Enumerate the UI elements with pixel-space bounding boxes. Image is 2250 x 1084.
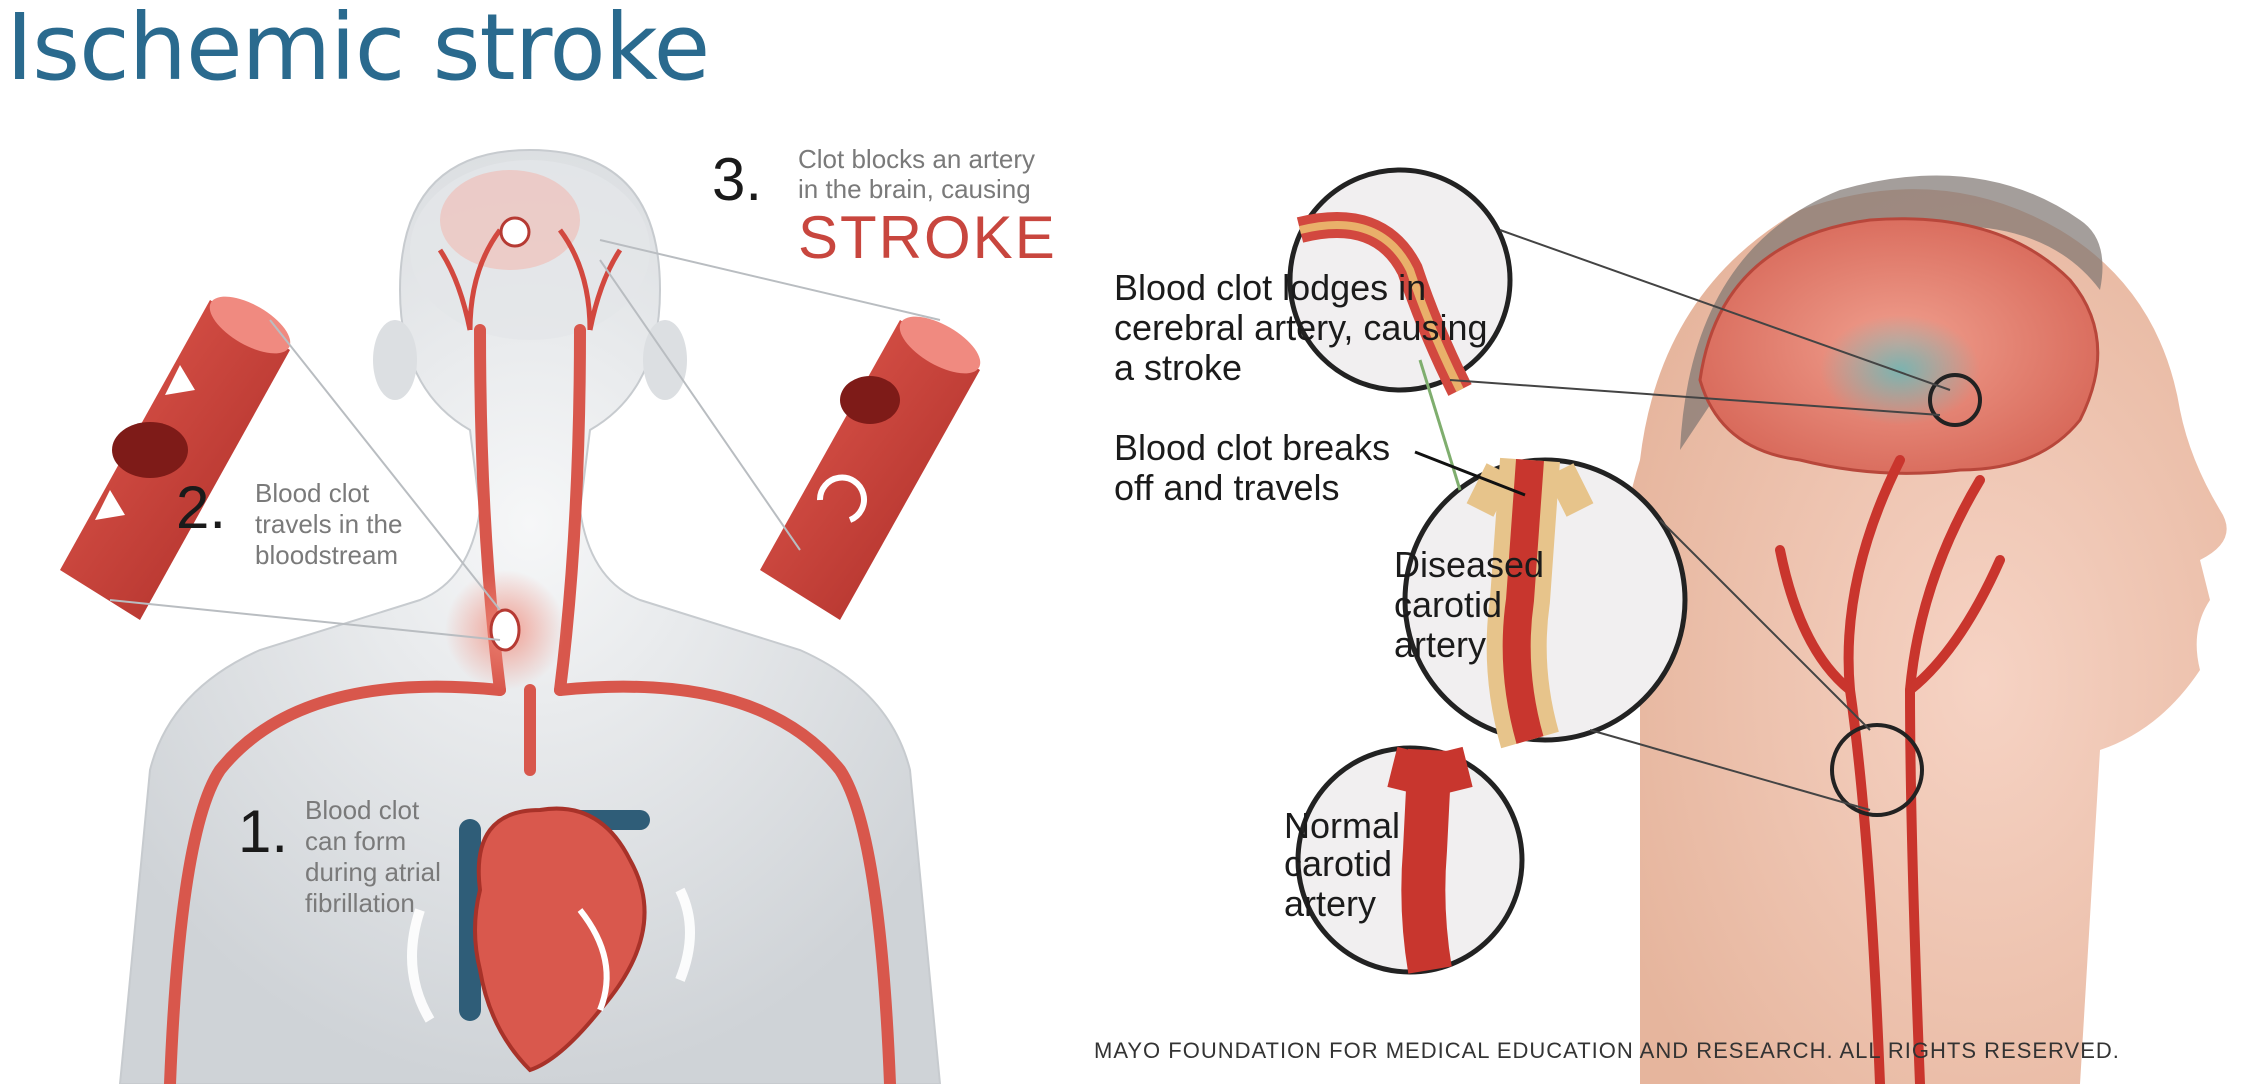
label-normal-line3: artery bbox=[1284, 883, 1376, 924]
label-lodges-line3: a stroke bbox=[1114, 347, 1242, 388]
brain bbox=[1698, 217, 2100, 475]
magnified-cerebral-artery bbox=[1287, 167, 1513, 396]
heart bbox=[407, 806, 695, 1073]
arrow-up-icon bbox=[165, 365, 195, 395]
step3-line1: Clot blocks an artery bbox=[798, 144, 1035, 174]
step1-line1: Blood clot bbox=[305, 795, 420, 825]
circular-arrow-icon bbox=[816, 474, 867, 523]
brain-region bbox=[410, 160, 650, 340]
carotid-stroke-illustration: Blood clot lodges in cerebral artery, ca… bbox=[1080, 130, 2250, 1084]
label-diseased-line1: Diseased bbox=[1394, 544, 1544, 585]
label-lodges-line1: Blood clot lodges in bbox=[1114, 267, 1426, 308]
label-normal-line2: carotid bbox=[1284, 843, 1392, 884]
label-diseased-line2: carotid bbox=[1394, 584, 1502, 625]
step1-line2: can form bbox=[305, 826, 406, 856]
label-lodges-line2: cerebral artery, causing bbox=[1114, 307, 1488, 348]
copyright-notice: MAYO FOUNDATION FOR MEDICAL EDUCATION AN… bbox=[1094, 1038, 2120, 1063]
label-diseased-line3: artery bbox=[1394, 624, 1486, 665]
label-normal-line1: Normal bbox=[1284, 805, 1400, 846]
stroke-label: STROKE bbox=[798, 204, 1057, 271]
step3-line2: in the brain, causing bbox=[798, 174, 1031, 204]
right-illustration-svg: Blood clot lodges in cerebral artery, ca… bbox=[1094, 167, 2227, 1084]
vessel-closeup-right bbox=[760, 316, 981, 620]
magnified-normal-carotid bbox=[1295, 745, 1525, 975]
clot-location-marker bbox=[1928, 373, 1982, 427]
page-title: Ischemic stroke bbox=[6, 0, 710, 101]
label-breaks-line1: Blood clot breaks bbox=[1114, 427, 1390, 468]
carotid-location-marker bbox=[1830, 723, 1924, 817]
step2-number: 2. bbox=[176, 474, 226, 541]
step1-line4: fibrillation bbox=[305, 888, 415, 918]
magnified-diseased-carotid bbox=[1402, 457, 1688, 749]
artery-network bbox=[164, 324, 896, 1084]
carotid-arteries bbox=[1775, 455, 2005, 1084]
step1-number: 1. bbox=[238, 798, 288, 865]
left-illustration-svg: 3. Clot blocks an artery in the brain, c… bbox=[60, 144, 1057, 1084]
atrial-fibrillation-stroke-illustration: 3. Clot blocks an artery in the brain, c… bbox=[0, 130, 1080, 1084]
step1-line3: during atrial bbox=[305, 857, 441, 887]
traveling-clot-icon bbox=[489, 608, 521, 652]
label-breaks-line2: off and travels bbox=[1114, 467, 1339, 508]
vessel-closeup-left bbox=[60, 296, 291, 620]
step2-line1: Blood clot bbox=[255, 478, 370, 508]
step2-line3: bloodstream bbox=[255, 540, 398, 570]
step3-number: 3. bbox=[712, 146, 762, 213]
step2-line2: travels in the bbox=[255, 509, 402, 539]
arrow-up-icon bbox=[95, 490, 125, 520]
